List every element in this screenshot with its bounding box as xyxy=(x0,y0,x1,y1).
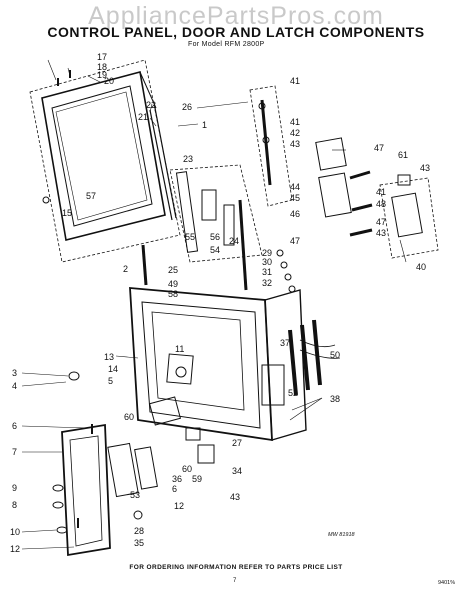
callout-41-top: 41 xyxy=(290,76,300,86)
callout-12: 12 xyxy=(10,544,20,554)
callout-labels: 17 18 19 20 22 21 1 26 23 57 15 55 56 24… xyxy=(10,52,430,554)
callout-52: 52 xyxy=(288,388,298,398)
door-group-outline xyxy=(29,59,181,263)
callout-41: 41 xyxy=(290,117,300,127)
callout-10: 10 xyxy=(10,527,20,537)
callout-55: 55 xyxy=(185,232,195,242)
callout-20: 20 xyxy=(104,76,114,86)
callout-32: 32 xyxy=(262,278,272,288)
drawing-code: MW 81918 xyxy=(328,532,355,538)
callout-7: 7 xyxy=(12,447,17,457)
callout-17: 17 xyxy=(97,52,107,62)
callout-47-b: 47 xyxy=(376,217,386,227)
callout-8: 8 xyxy=(12,500,17,510)
control-group-outline xyxy=(249,85,293,207)
callout-49: 49 xyxy=(168,279,178,289)
print-code: 9401% xyxy=(438,580,456,586)
callout-48: 48 xyxy=(376,199,386,209)
callout-6-b: 6 xyxy=(172,484,177,494)
callout-14: 14 xyxy=(108,364,118,374)
callout-31: 31 xyxy=(262,267,272,277)
callout-2: 2 xyxy=(123,264,128,274)
door-frame xyxy=(41,71,166,241)
callout-40: 40 xyxy=(416,262,426,272)
callout-46: 46 xyxy=(290,209,300,219)
callout-59: 59 xyxy=(192,474,202,484)
callout-5: 5 xyxy=(108,376,113,386)
diagram-title: CONTROL PANEL, DOOR AND LATCH COMPONENTS xyxy=(47,24,425,40)
callout-15: 15 xyxy=(62,208,72,218)
cabinet-front xyxy=(129,287,273,442)
latch-group-outline xyxy=(169,164,263,263)
callout-43-d: 43 xyxy=(230,492,240,502)
callout-43-a: 43 xyxy=(290,139,300,149)
callout-58: 58 xyxy=(168,289,178,299)
callout-35: 35 xyxy=(134,538,144,548)
callout-26: 26 xyxy=(182,102,192,112)
callout-4: 4 xyxy=(12,381,17,391)
callout-61: 61 xyxy=(398,150,408,160)
callout-38: 38 xyxy=(330,394,340,404)
callout-44: 44 xyxy=(290,182,300,192)
callout-21: 21 xyxy=(138,112,148,122)
callout-24: 24 xyxy=(229,236,239,246)
page-number: 7 xyxy=(233,578,237,584)
callout-47-a: 47 xyxy=(374,143,384,153)
callout-43-c: 43 xyxy=(376,228,386,238)
callout-3: 3 xyxy=(12,368,17,378)
callout-47-c: 47 xyxy=(290,236,300,246)
callout-54: 54 xyxy=(210,245,220,255)
callout-22: 22 xyxy=(146,100,156,110)
callout-60-a: 60 xyxy=(124,412,134,422)
callout-29: 29 xyxy=(262,248,272,258)
callout-34: 34 xyxy=(232,466,242,476)
callout-53: 53 xyxy=(130,490,140,500)
diagram-subtitle: For Model RFM 2800P xyxy=(188,41,265,48)
control-panel-strip xyxy=(61,423,111,557)
watermark: AppliancePartsPros.com xyxy=(88,2,384,30)
latch-module-outline xyxy=(379,177,439,259)
callout-60-b: 60 xyxy=(182,464,192,474)
callout-41-b: 41 xyxy=(376,187,386,197)
callout-28: 28 xyxy=(134,526,144,536)
callout-30: 30 xyxy=(262,257,272,267)
callout-18: 18 xyxy=(97,62,107,72)
callout-6: 6 xyxy=(12,421,17,431)
callout-57: 57 xyxy=(86,191,96,201)
callout-11: 11 xyxy=(175,344,184,354)
door-window xyxy=(51,85,153,227)
callout-13: 13 xyxy=(104,352,114,362)
callout-56: 56 xyxy=(210,232,220,242)
callout-19: 19 xyxy=(97,70,107,80)
callout-9: 9 xyxy=(12,483,17,493)
callout-23: 23 xyxy=(183,154,193,164)
callout-50: 50 xyxy=(330,350,340,360)
callout-37: 37 xyxy=(280,338,290,348)
callout-45: 45 xyxy=(290,193,300,203)
callout-1: 1 xyxy=(202,120,207,130)
callout-25: 25 xyxy=(168,265,178,275)
callout-36: 36 xyxy=(172,474,182,484)
callout-27: 27 xyxy=(232,438,242,448)
callout-12-a: 12 xyxy=(174,501,184,511)
ordering-note: FOR ORDERING INFORMATION REFER TO PARTS … xyxy=(129,564,343,571)
callout-42: 42 xyxy=(290,128,300,138)
callout-43-b: 43 xyxy=(420,163,430,173)
